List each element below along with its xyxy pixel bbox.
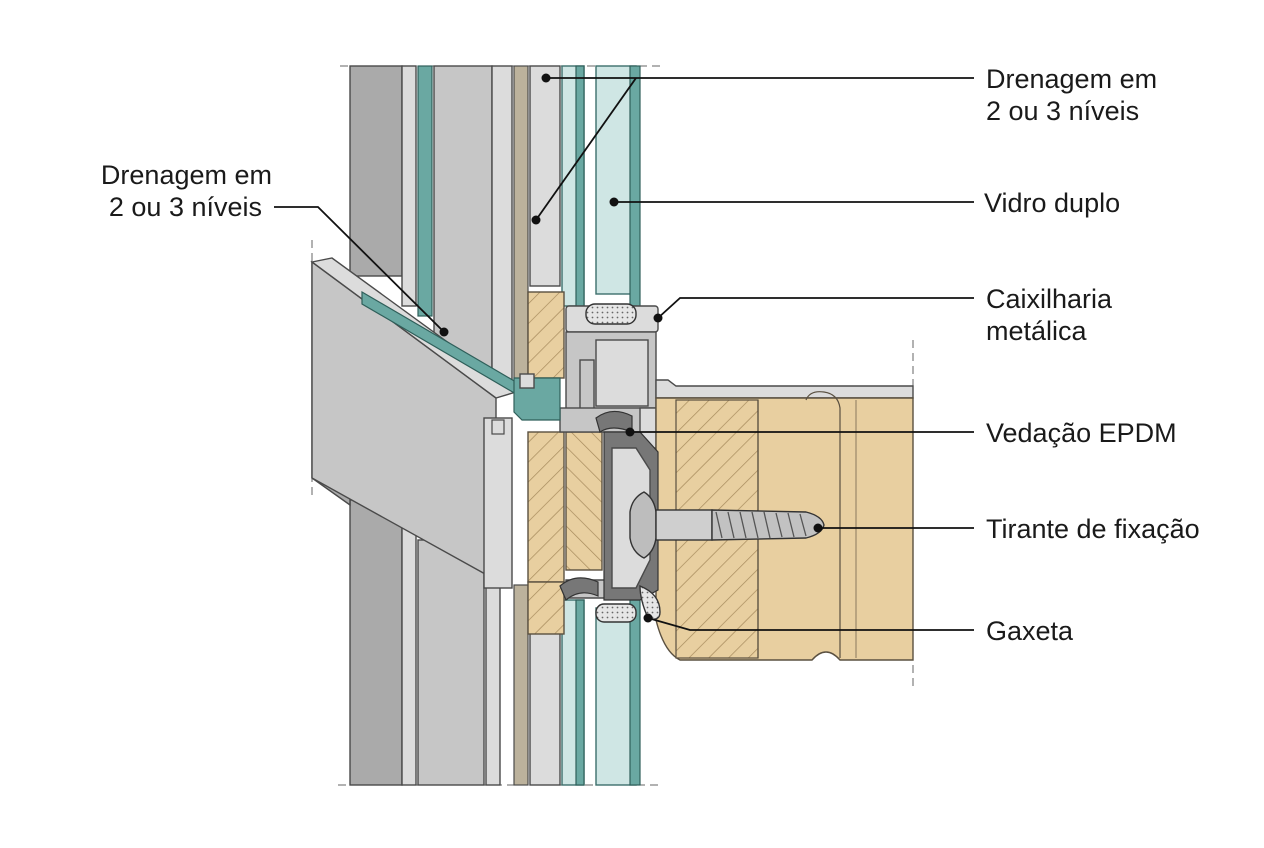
label-drainage-left: Drenagem em 2 ou 3 níveis (101, 160, 272, 222)
label-double-glazing: Vidro duplo (984, 188, 1120, 218)
timber-blocks (527, 291, 603, 635)
label-fixing-anchor: Tirante de fixação (986, 514, 1200, 544)
label-drainage-top-right: Drenagem em 2 ou 3 níveis (986, 64, 1157, 126)
label-drainage-top-right-line2: 2 ou 3 níveis (986, 96, 1139, 126)
label-drainage-left-line2: 2 ou 3 níveis (109, 192, 262, 222)
lower-frame-section (349, 499, 561, 786)
label-drainage-top-right-line1: Drenagem em (986, 64, 1157, 94)
label-metal-frame: Caixilharia metálica (986, 284, 1113, 346)
fixing-screw (629, 491, 825, 559)
label-metal-frame-line1: Caixilharia (986, 284, 1113, 314)
label-epdm-seal: Vedação EPDM (986, 418, 1177, 448)
label-gasket: Gaxeta (986, 616, 1074, 646)
leader-lines (274, 73, 974, 631)
label-drainage-left-line1: Drenagem em (101, 160, 272, 190)
double-glazing (561, 65, 641, 786)
inclined-panel (310, 257, 518, 589)
upper-frame-section (349, 65, 561, 387)
label-metal-frame-line2: metálica (986, 316, 1088, 346)
gaskets (585, 303, 661, 623)
